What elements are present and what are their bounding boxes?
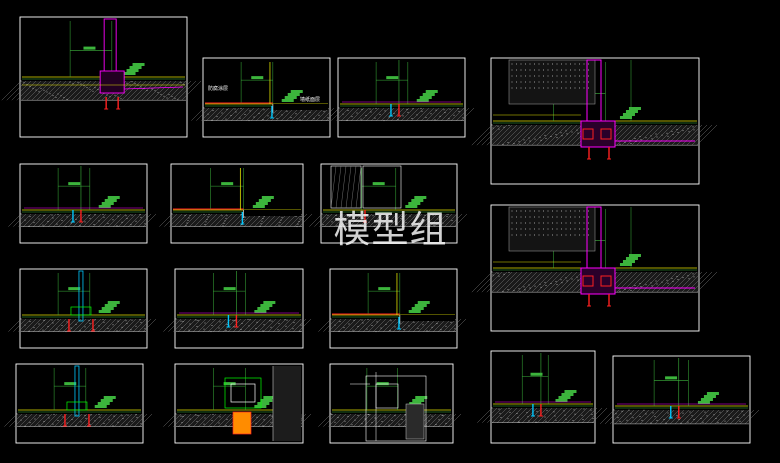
detail-panel-glass-joint <box>8 268 157 349</box>
detail-panel-drain <box>163 363 312 444</box>
detail-panel-door-frame <box>1 16 202 138</box>
detail-panel-step-threshold <box>159 163 313 244</box>
detail-panel-door-frame-large <box>471 204 718 332</box>
detail-panel-floor-joint <box>8 163 157 244</box>
detail-panel-step-threshold <box>318 268 467 349</box>
room-label-right: 墙纸面层 <box>300 96 320 103</box>
detail-panel-floor-joint <box>326 57 475 138</box>
detail-panel-floor-joint <box>477 350 608 444</box>
detail-panel-floor-joint <box>599 355 760 444</box>
detail-panel-floor-joint <box>163 268 312 349</box>
detail-panel-glass-joint <box>4 363 153 444</box>
detail-panel-mullion-section <box>318 363 462 444</box>
detail-panel-wall-hatch <box>309 163 468 244</box>
room-label-left: 防腐涂层 <box>208 85 228 92</box>
detail-panel-step-threshold <box>191 57 340 138</box>
detail-panel-door-frame-large <box>471 57 718 185</box>
